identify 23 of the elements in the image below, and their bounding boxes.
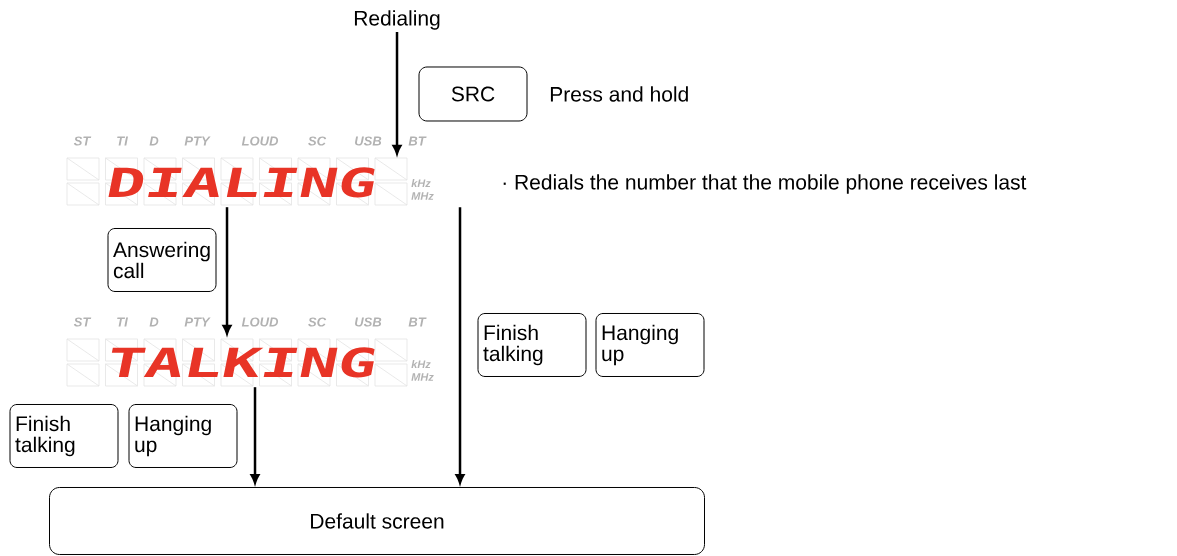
action-box: Finish talking (9, 404, 119, 468)
arrow (455, 207, 465, 484)
action-box: Answering call (107, 228, 217, 292)
arrow (250, 387, 260, 484)
display-text: TALKING (111, 347, 375, 378)
indicator-text: LOUD (241, 317, 279, 327)
key-button: SRC (418, 66, 528, 122)
indicator-text: BT (408, 136, 427, 146)
action-box: Hanging up (595, 313, 705, 377)
indicator-text: PTY (184, 317, 211, 327)
indicator-text: ST (73, 317, 92, 327)
arrow (222, 207, 232, 335)
indicator-text: BT (408, 317, 427, 327)
action-box: Hanging up (128, 404, 238, 468)
arrow (392, 32, 402, 155)
indicator-text: D (149, 317, 159, 327)
note-text: Press and hold (550, 86, 688, 102)
display-text: DIALING (108, 167, 375, 198)
indicator-text: TI (117, 317, 128, 327)
screen-box: Default screen (49, 487, 705, 555)
action-box: Finish talking (477, 313, 587, 377)
note-text: · Redials the number that the mobile phone receives last (503, 174, 1027, 194)
step-text: Redialing (354, 10, 440, 30)
